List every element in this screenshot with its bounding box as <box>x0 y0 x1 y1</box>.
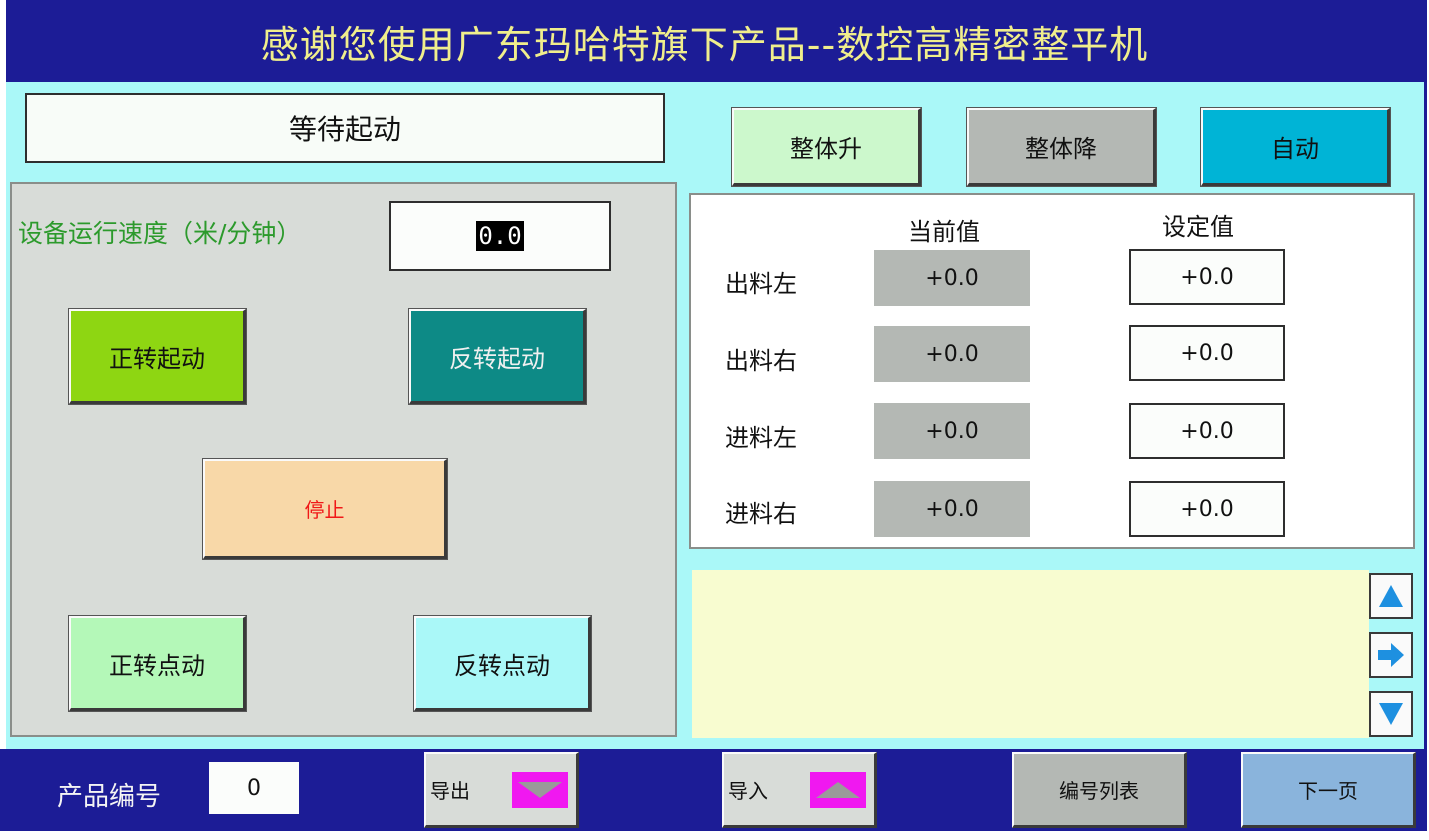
row-label-infeed-left: 进料左 <box>725 424 797 452</box>
product-number-label: 产品编号 <box>57 782 162 812</box>
set-value-infeed-left[interactable]: +0.0 <box>1129 403 1285 459</box>
import-button[interactable]: 导入 <box>722 752 877 828</box>
speed-value: 0.0 <box>476 221 524 251</box>
set-value-header: 设定值 <box>1162 213 1234 241</box>
speed-input[interactable]: 0.0 <box>389 201 611 271</box>
right-edge-highlight <box>1427 0 1429 840</box>
row-label-outfeed-left: 出料左 <box>725 270 797 298</box>
lift-all-button[interactable]: 整体升 <box>732 108 921 186</box>
current-value-outfeed-left: +0.0 <box>874 250 1030 306</box>
scroll-right-button[interactable] <box>1369 632 1413 678</box>
page-title: 感谢您使用广东玛哈特旗下产品--数控高精密整平机 <box>0 0 1429 82</box>
speed-label: 设备运行速度（米/分钟） <box>18 219 302 248</box>
scroll-up-button[interactable] <box>1369 573 1413 619</box>
forward-start-button[interactable]: 正转起动 <box>69 309 246 404</box>
arrow-right-icon <box>1378 643 1404 667</box>
next-page-button[interactable]: 下一页 <box>1241 752 1416 828</box>
auto-button[interactable]: 自动 <box>1201 108 1390 186</box>
reverse-jog-button[interactable]: 反转点动 <box>414 616 591 711</box>
set-value-infeed-right[interactable]: +0.0 <box>1129 481 1285 537</box>
export-button[interactable]: 导出 <box>424 752 579 828</box>
export-label: 导出 <box>430 779 470 803</box>
current-value-infeed-left: +0.0 <box>874 403 1030 459</box>
status-display: 等待起动 <box>25 93 665 163</box>
stop-button[interactable]: 停止 <box>203 459 447 559</box>
arrow-down-icon <box>1379 703 1403 725</box>
import-label: 导入 <box>728 779 768 803</box>
lower-all-button[interactable]: 整体降 <box>967 108 1156 186</box>
scroll-down-button[interactable] <box>1369 691 1413 737</box>
export-icon <box>512 772 568 808</box>
current-value-infeed-right: +0.0 <box>874 481 1030 537</box>
reverse-start-button[interactable]: 反转起动 <box>409 309 586 404</box>
set-value-outfeed-left[interactable]: +0.0 <box>1129 249 1285 305</box>
left-edge <box>0 0 6 840</box>
forward-jog-button[interactable]: 正转点动 <box>69 616 246 711</box>
row-label-outfeed-right: 出料右 <box>725 347 797 375</box>
row-label-infeed-right: 进料右 <box>725 500 797 528</box>
message-area <box>692 570 1369 738</box>
arrow-up-icon <box>1379 585 1403 607</box>
values-panel <box>689 193 1415 549</box>
set-value-outfeed-right[interactable]: +0.0 <box>1129 325 1285 381</box>
current-value-outfeed-right: +0.0 <box>874 326 1030 382</box>
footer-bottom-edge <box>0 831 1429 840</box>
right-edge <box>1424 0 1429 840</box>
number-list-button[interactable]: 编号列表 <box>1012 752 1187 828</box>
import-icon <box>810 772 866 808</box>
product-number-input[interactable]: 0 <box>209 762 299 814</box>
current-value-header: 当前值 <box>908 218 980 246</box>
